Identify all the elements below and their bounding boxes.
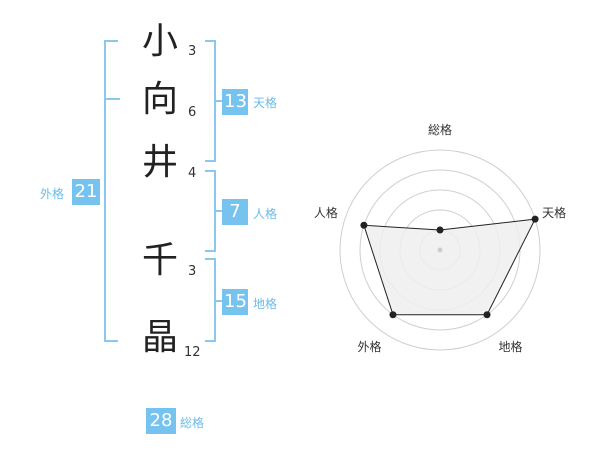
soukaku-label: 総格: [180, 416, 205, 430]
radar-axis-label: 総格: [428, 122, 452, 137]
gaikaku-label: 外格: [40, 187, 65, 201]
radar-point: [483, 311, 491, 319]
radar-ring: [339, 149, 541, 351]
radar-points: [360, 215, 539, 319]
radar-center-point: [437, 247, 443, 253]
stroke-count-2: 6: [188, 105, 197, 120]
stroke-count-4: 3: [188, 264, 197, 279]
chikaku-bracket-tick: [214, 300, 222, 302]
name-char-1: 小: [141, 21, 178, 62]
jinkaku-score: 7: [222, 199, 248, 225]
jinkaku-bracket-tick: [214, 210, 222, 212]
name-char-5: 晶: [141, 317, 178, 358]
radar-point: [531, 215, 539, 223]
radar-point: [389, 311, 397, 319]
name-char-4: 千: [141, 240, 178, 281]
radar-axis-label: 地格: [499, 339, 523, 354]
radar-point: [436, 226, 444, 234]
name-char-2: 向: [141, 79, 178, 120]
jinkaku-label: 人格: [253, 207, 278, 221]
tenkaku-bracket-tick: [214, 100, 222, 102]
tenkaku-score: 13: [222, 89, 248, 115]
stroke-count-1: 3: [188, 44, 197, 59]
chikaku-score: 15: [222, 289, 248, 315]
tenkaku-label: 天格: [253, 96, 278, 110]
radar-point: [360, 221, 368, 229]
radar-axis-label: 人格: [314, 205, 338, 220]
stroke-count-3: 4: [188, 166, 197, 181]
radar-value-polygon: [363, 218, 536, 316]
chikaku-label: 地格: [253, 297, 278, 311]
radar-axis-label: 天格: [542, 205, 566, 220]
gaikaku-bracket: [104, 40, 118, 342]
radar-axis-label: 外格: [357, 339, 381, 354]
name-char-3: 井: [141, 142, 178, 183]
stroke-count-5: 12: [184, 345, 201, 360]
gaikaku-bracket-tick: [104, 98, 120, 100]
gaikaku-score: 21: [72, 179, 100, 205]
soukaku-score: 28: [146, 408, 176, 434]
